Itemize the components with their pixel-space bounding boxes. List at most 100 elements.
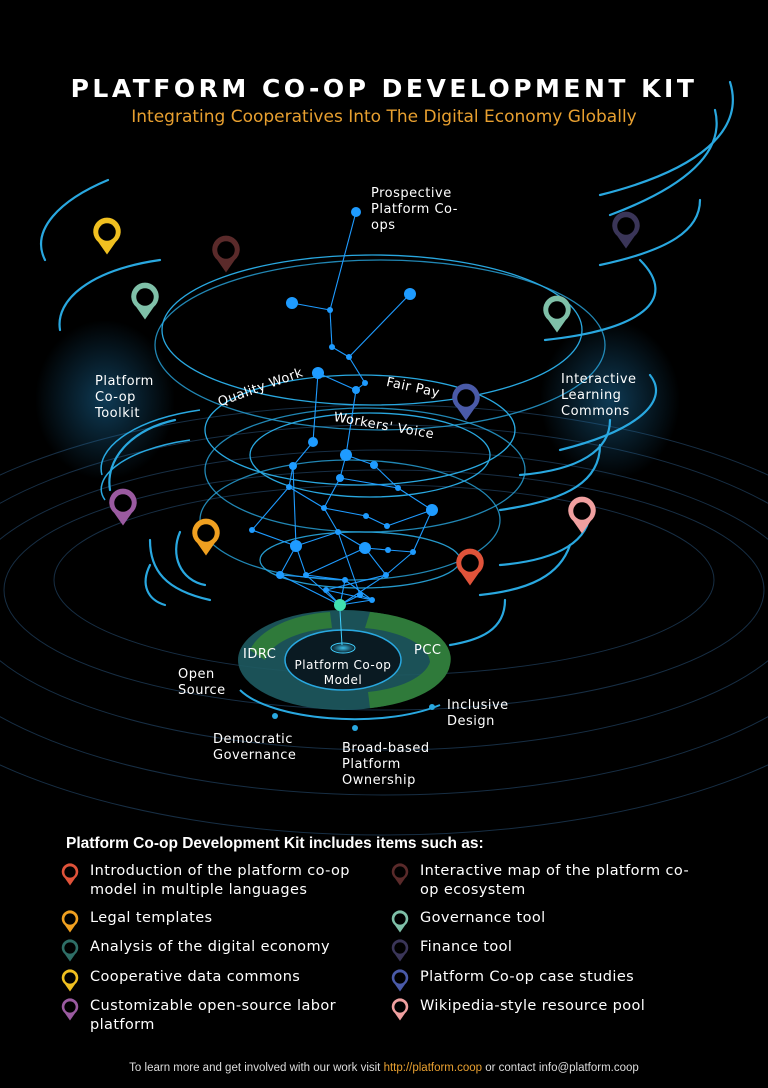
network-edge xyxy=(348,293,411,358)
map-pin-icon xyxy=(391,863,409,886)
network-node xyxy=(303,572,309,578)
map-pin-icon xyxy=(391,939,409,962)
network-node xyxy=(336,474,344,482)
map-pin-icon xyxy=(391,910,409,933)
network-edge xyxy=(323,507,339,533)
network-edge xyxy=(323,507,367,517)
page-subtitle: Integrating Cooperatives Into The Digita… xyxy=(131,107,637,127)
kit-item: Governance tool xyxy=(390,909,690,934)
network-nodes xyxy=(249,207,438,603)
map-pin-icon xyxy=(192,518,220,556)
network-node xyxy=(308,437,318,447)
label-model: Platform Co-op Model xyxy=(294,658,392,687)
label-inclusive-design: Inclusive Design xyxy=(447,698,509,729)
network-edges xyxy=(251,211,433,606)
kit-item: Interactive map of the platform co-op ec… xyxy=(390,862,690,900)
network-node xyxy=(290,540,302,552)
map-pin-icon xyxy=(61,863,79,886)
network-node xyxy=(286,297,298,309)
map-pin-icon xyxy=(391,969,409,992)
map-pin-icon xyxy=(109,488,137,526)
label-learning: Interactive Learning Commons xyxy=(561,372,637,419)
network-edge xyxy=(412,509,433,553)
left-glow xyxy=(35,320,175,480)
network-edge xyxy=(337,531,361,596)
kit-item: Cooperative data commons xyxy=(60,968,360,993)
network-edge xyxy=(279,574,341,606)
network-node xyxy=(357,592,363,598)
network-edge xyxy=(323,477,341,509)
network-edge xyxy=(291,302,331,311)
network-edge xyxy=(329,211,357,311)
network-edge xyxy=(305,547,366,576)
network-node xyxy=(346,354,352,360)
network-node xyxy=(335,529,341,535)
kit-item-label: Cooperative data commons xyxy=(90,969,301,985)
label-prospective: Prospective Platform Co-ops xyxy=(371,186,458,233)
network-node xyxy=(249,527,255,533)
kit-heading: Platform Co-op Development Kit includes … xyxy=(66,835,484,852)
network-edge xyxy=(292,441,314,467)
kit-item-label: Wikipedia-style resource pool xyxy=(420,998,646,1014)
map-pin-icon xyxy=(93,217,121,255)
network-node xyxy=(323,587,329,593)
network-node xyxy=(363,513,369,519)
map-pin-icon xyxy=(568,496,596,534)
network-node xyxy=(276,571,284,579)
kit-item: Legal templates xyxy=(60,909,360,934)
network-edge xyxy=(373,464,399,489)
network-node xyxy=(286,484,292,490)
network-edge xyxy=(348,356,366,384)
map-pin-icon xyxy=(61,939,79,962)
network-edge xyxy=(317,372,357,391)
network-node xyxy=(359,542,371,554)
network-edge xyxy=(387,549,414,553)
footer: To learn more and get involved with our … xyxy=(0,1062,768,1074)
network-edge xyxy=(385,551,414,576)
label-idrc: IDRC xyxy=(243,647,277,662)
footer-link[interactable]: http://platform.coop xyxy=(383,1062,483,1074)
kit-item-label: Customizable open-source labor platform xyxy=(90,998,336,1033)
network-node xyxy=(351,207,361,217)
kit-item-label: Platform Co-op case studies xyxy=(420,969,635,985)
network-edge xyxy=(295,531,339,547)
network-edge xyxy=(344,579,373,601)
core-arc xyxy=(239,689,441,721)
network-node xyxy=(410,549,416,555)
label-democratic-governance: Democratic Governance xyxy=(213,732,297,763)
core xyxy=(238,599,451,710)
network-edge xyxy=(331,346,350,358)
network-edge xyxy=(292,465,297,547)
map-pin-icon xyxy=(452,383,480,421)
network-node xyxy=(383,572,389,578)
network-edge xyxy=(288,486,325,509)
label-pcc: PCC xyxy=(414,643,442,658)
network-node xyxy=(404,288,416,300)
network-edge xyxy=(386,509,433,527)
map-pin-icon xyxy=(456,548,484,586)
kit-item-label: Introduction of the platform co-op model… xyxy=(90,863,350,898)
right-glow xyxy=(540,320,680,480)
kit-item: Wikipedia-style resource pool xyxy=(390,997,690,1022)
map-pin-icon xyxy=(61,998,79,1021)
network-edge xyxy=(305,574,346,581)
map-pin-icon xyxy=(131,282,159,320)
label-broad-based: Broad-based Platform Ownership xyxy=(342,741,430,788)
network-edge xyxy=(329,309,333,348)
kit-item-label: Governance tool xyxy=(420,910,546,926)
network-node xyxy=(340,449,352,461)
footer-email[interactable]: info@platform.coop xyxy=(538,1062,639,1074)
network-node xyxy=(352,386,360,394)
network-edge xyxy=(251,486,290,531)
kit-item: Customizable open-source labor platform xyxy=(60,997,360,1035)
map-pin-icon xyxy=(61,910,79,933)
network-edge xyxy=(397,487,433,511)
network-edge xyxy=(339,477,399,489)
footer-middle: or contact xyxy=(482,1062,539,1074)
network-node xyxy=(370,461,378,469)
network-edge xyxy=(325,589,373,601)
page-title: PLATFORM CO-OP DEVELOPMENT KIT xyxy=(70,74,698,103)
kit-item-label: Legal templates xyxy=(90,910,213,926)
network-edge xyxy=(345,389,357,456)
